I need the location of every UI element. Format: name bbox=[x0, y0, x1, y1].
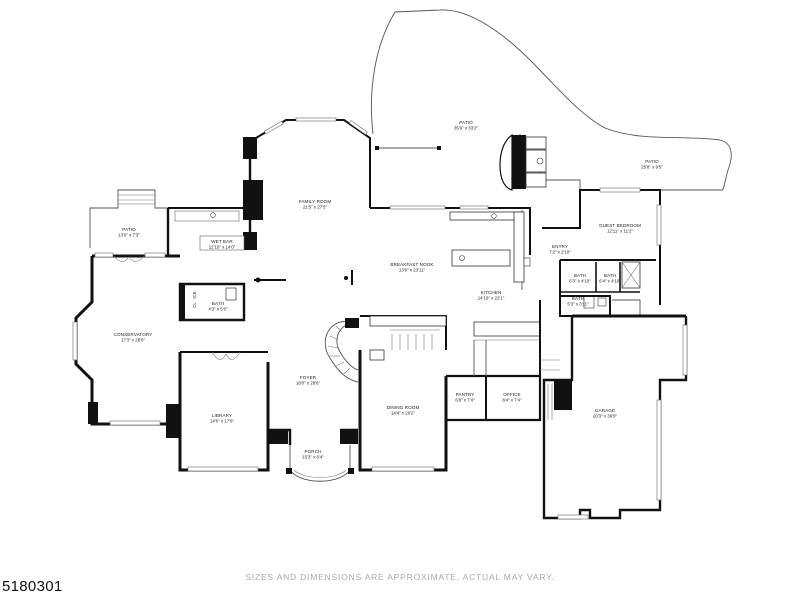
toilet-fixture bbox=[225, 287, 237, 301]
room-dim-office: 8'4" x 7'4" bbox=[502, 398, 522, 403]
family-room-fixtures bbox=[254, 270, 353, 285]
room-dim-breakfast-nook: 13'9" x 23'11" bbox=[399, 268, 426, 273]
patio-left-outline bbox=[89, 189, 168, 248]
room-dim-kitchen: 14'10" x 22'1" bbox=[478, 296, 505, 301]
room-name-entry: ENTRY bbox=[552, 244, 568, 249]
room-name-bath-c: BATH bbox=[572, 296, 584, 301]
room-dim-pantry: 6'8" x 7'4" bbox=[455, 398, 475, 403]
room-dim-bath-a: 6'3" x 4'10" bbox=[569, 279, 591, 284]
room-dim-entry: 7'2" x 2'10" bbox=[549, 250, 571, 255]
room-dim-porch: 15'3" x 6'4" bbox=[302, 455, 324, 460]
room-dim-garage: 20'3" x 36'9" bbox=[593, 414, 618, 419]
room-dim-wet-bar: 12'10" x 14'0" bbox=[209, 245, 236, 250]
room-name-patio-left: PATIO bbox=[122, 227, 136, 232]
room-name-office: OFFICE bbox=[503, 392, 520, 397]
room-name-library: LIBRARY bbox=[212, 413, 232, 418]
room-dim-guest-bedroom: 12'11" x 11'2" bbox=[607, 229, 633, 234]
room-name-bath-a: BATH bbox=[574, 273, 586, 278]
room-name-bath-left: BATH bbox=[212, 301, 224, 306]
room-name-pantry: PANTRY bbox=[456, 392, 475, 397]
room-dim-bath-b: 6'4" x 4'10" bbox=[599, 279, 621, 284]
room-name-dining-room: DINING ROOM bbox=[387, 405, 420, 410]
patio-top-outline bbox=[371, 9, 732, 191]
room-name-patio-top: PATIO bbox=[459, 120, 473, 125]
room-name-breakfast-nook: BREAKFAST NOOK bbox=[390, 262, 434, 267]
room-dim-patio-right: 25'8" x 9'5" bbox=[641, 165, 663, 170]
room-name-family-room: FAMILY ROOM bbox=[299, 199, 332, 204]
room-dim-patio-top: 35'9" x 33'2" bbox=[454, 126, 479, 131]
room-dim-patio-left: 13'0" x 7'3" bbox=[118, 233, 140, 238]
walls bbox=[72, 117, 688, 520]
disclaimer-text: SIZES AND DIMENSIONS ARE APPROXIMATE, AC… bbox=[245, 572, 555, 582]
room-name-patio-right: PATIO bbox=[645, 159, 659, 164]
pergola-beam bbox=[375, 146, 441, 150]
room-dim-family-room: 21'5" x 27'5" bbox=[303, 205, 328, 210]
range-fixture bbox=[523, 257, 531, 267]
room-dim-dining-room: 14'4" x 20'2" bbox=[391, 411, 416, 416]
room-labels: PATIO 35'9" x 33'2" PATIO 25'8" x 9'5" F… bbox=[114, 120, 664, 460]
room-dim-bath-left: 4'3" x 5'0" bbox=[208, 307, 228, 312]
room-name-wet-bar: WET BAR bbox=[211, 239, 233, 244]
room-name-porch: PORCH bbox=[304, 449, 321, 454]
grill-area bbox=[499, 133, 547, 191]
room-dim-foyer: 18'0" x 28'6" bbox=[296, 381, 321, 386]
room-name-bath-b: BATH bbox=[604, 273, 616, 278]
room-name-kitchen: KITCHEN bbox=[481, 290, 502, 295]
room-dim-library: 14'6" x 17'6" bbox=[210, 419, 235, 424]
listing-id: 5180301 bbox=[2, 578, 63, 595]
room-dim-conservatory: 17'3" x 28'6" bbox=[121, 338, 146, 343]
room-name-conservatory: CONSERVATORY bbox=[114, 332, 153, 337]
closet-label: CL bbox=[192, 302, 197, 308]
room-name-garage: GARAGE bbox=[595, 408, 615, 413]
room-name-foyer: FOYER bbox=[300, 375, 317, 380]
room-name-guest-bedroom: GUEST BEDROOM bbox=[599, 223, 641, 228]
ice-label: ICE bbox=[192, 291, 197, 298]
room-dim-bath-c: 5'3" x 3'11" bbox=[567, 302, 589, 307]
